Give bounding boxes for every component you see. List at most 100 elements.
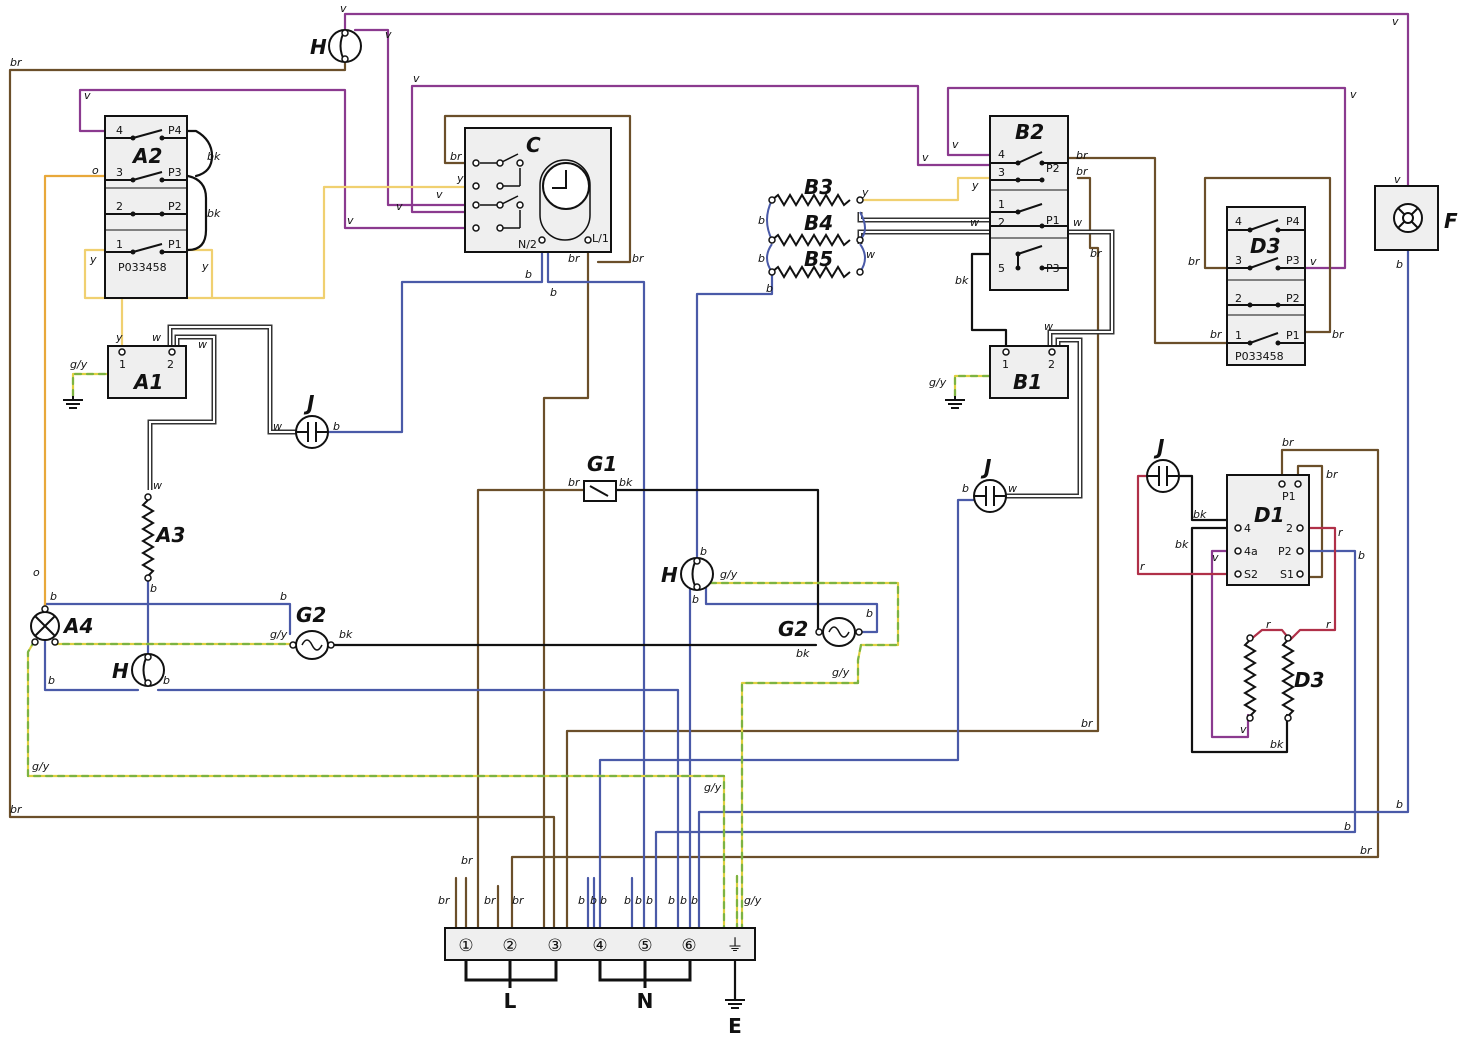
controller-d1: P1 4 4a S2 2 P2 S1 D1 (1226, 474, 1310, 586)
a2-term-p1: P1 (168, 238, 182, 251)
switch-d3: 4 3 2 1 P4 P3 P2 P1 P033458 D3 (1226, 206, 1306, 366)
a4-label: A4 (62, 614, 93, 638)
switch-a2: 4 3 2 1 P4 P3 P2 P1 P033458 A2 (104, 115, 188, 299)
wire-label-br: br (1090, 247, 1103, 260)
h-center-label: H (661, 563, 678, 587)
d1-term-4a: 4a (1244, 545, 1258, 558)
wire-label-r: r (1338, 526, 1344, 539)
wire-label-w: w (1008, 482, 1017, 495)
b2-term-2: 2 (998, 216, 1005, 229)
wire-label-v: v (1240, 723, 1247, 736)
a3-label: A3 (154, 523, 185, 547)
wire-blue-j-term (598, 498, 977, 934)
d3-term-4: 4 (1235, 215, 1242, 228)
wire-violet-d1-element (1210, 549, 1250, 739)
wire-label-bk: bk (1270, 738, 1284, 751)
wire-label-br: br (450, 150, 463, 163)
wire-label-br: br (512, 894, 525, 907)
b2-term-3: 3 (998, 166, 1005, 179)
wire-label-r: r (1326, 618, 1332, 631)
wire-blue-d1-term (654, 549, 1357, 934)
wire-brown-g1 (476, 488, 586, 934)
wire-yellow-c-a1 (120, 185, 477, 348)
wire-label-v: v (1394, 173, 1401, 186)
b2-term-p3: P3 (1046, 262, 1060, 275)
wire-label-v: v (340, 2, 347, 15)
capacitor-j-d1: J (1146, 435, 1180, 493)
wire-label-o: o (92, 164, 99, 177)
wire-label-br: br (10, 56, 23, 69)
wire-label-w: w (273, 420, 282, 433)
a2-term-2: 2 (116, 200, 123, 213)
wire-label-b: b (163, 674, 170, 687)
wire-label-b: b (700, 545, 707, 558)
wire-blue-term-stubs (586, 876, 634, 934)
wire-label-w: w (970, 216, 979, 229)
timer-c: N/2 L/1 C (464, 127, 612, 253)
terminal-4: ④ (592, 936, 607, 956)
wire-label-br: br (1332, 328, 1345, 341)
wire-label-gy: g/y (832, 666, 850, 679)
wire-brown-d3-loop (1203, 176, 1332, 334)
wire-blue-b-heater (695, 270, 774, 564)
terminal-6: ⑥ (681, 936, 696, 956)
terminal-5: ⑤ (637, 936, 652, 956)
wires (8, 12, 1410, 1002)
wire-label-b: b (635, 894, 642, 907)
capacitor-j-left: J (295, 391, 329, 449)
b1-term-1: 1 (1002, 358, 1009, 371)
wire-label-b: b (866, 607, 873, 620)
wire-label-b: b (578, 894, 585, 907)
wire-violet-b2-d3 (946, 86, 1347, 270)
group-l-label: L (504, 989, 517, 1013)
wire-labels: v v v v v v v v v v v v v v v br br br b… (10, 2, 1403, 907)
wire-label-br: br (568, 476, 581, 489)
d3-term-p1: P1 (1286, 329, 1300, 342)
wire-black-g1-g2 (614, 488, 820, 634)
fan-f: F (1374, 185, 1458, 251)
d3-term-p3: P3 (1286, 254, 1300, 267)
wire-label-v: v (952, 138, 959, 151)
wire-label-y: y (201, 260, 209, 273)
wire-label-gy: g/y (270, 628, 288, 641)
wire-label-bk: bk (619, 476, 633, 489)
wire-label-gy: g/y (929, 376, 947, 389)
wire-label-bk: bk (1193, 508, 1207, 521)
earth-wires (26, 372, 992, 934)
j-d1-label: J (1153, 435, 1165, 459)
wire-label-b: b (590, 894, 597, 907)
terminal-3: ③ (547, 936, 562, 956)
a2-term-3: 3 (116, 166, 123, 179)
wire-label-b: b (691, 894, 698, 907)
wire-label-y: y (971, 179, 979, 192)
white-wires-inner (149, 212, 1113, 497)
b4-label: B4 (804, 211, 833, 235)
wire-blue-f-term (697, 234, 1410, 934)
wire-label-b: b (692, 593, 699, 606)
element-a3: A3 (141, 493, 185, 582)
wire-label-v: v (413, 72, 420, 85)
wire-label-y: y (456, 172, 464, 185)
wire-label-b: b (962, 482, 969, 495)
wire-label-w: w (1044, 320, 1053, 333)
b1-label: B1 (1013, 370, 1042, 394)
wire-label-br: br (1076, 149, 1089, 162)
wire-label-b: b (624, 894, 631, 907)
terminal-block: ① ② ③ ④ ⑤ ⑥ ⏚ L N E (444, 927, 756, 1038)
d3-term-p4: P4 (1286, 215, 1300, 228)
g2-right-label: G2 (778, 617, 808, 641)
wire-violet-a2-c (78, 88, 477, 230)
d3-term-1: 1 (1235, 329, 1242, 342)
wire-black-a2-jumpers (186, 129, 214, 252)
wire-orange-a2-a4 (43, 174, 120, 614)
element-d3: D3 (1243, 634, 1325, 722)
earth-symbol-b1 (945, 396, 965, 409)
lamp-a4: A4 (30, 605, 93, 646)
wire-label-gy: g/y (704, 781, 722, 794)
wire-label-r: r (1266, 618, 1272, 631)
wire-label-v: v (922, 151, 929, 164)
wire-label-w: w (866, 248, 875, 261)
wire-label-r: r (1140, 560, 1146, 573)
wire-label-bk: bk (339, 628, 353, 641)
